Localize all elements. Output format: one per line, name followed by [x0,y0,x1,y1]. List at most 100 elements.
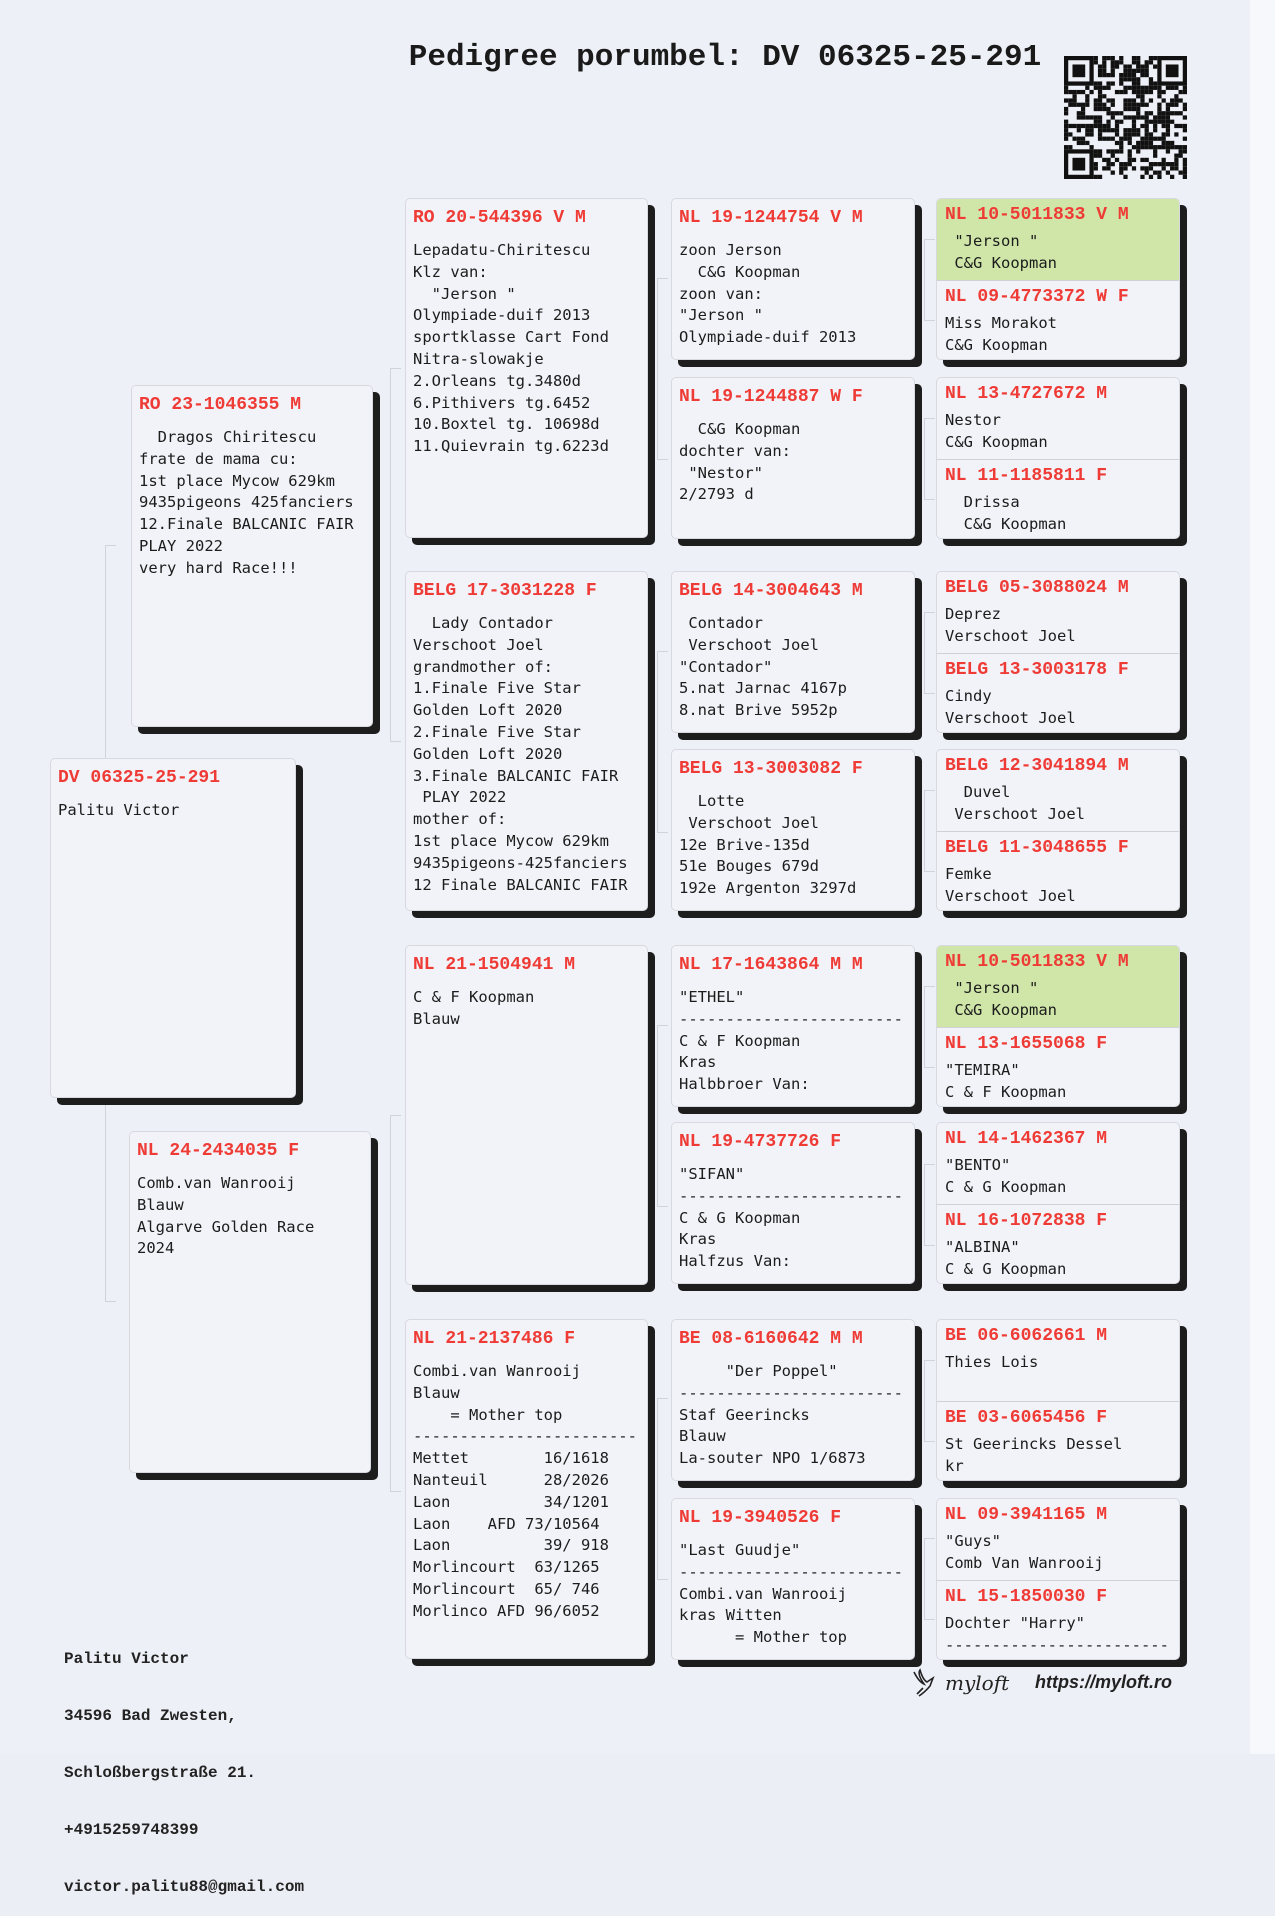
pigeon-info-line: C & F Koopman [945,1082,1067,1101]
website-link[interactable]: https://myloft.ro [1035,1672,1172,1692]
pigeon-info-line: "ALBINA" [945,1238,1020,1256]
pigeon-info-line: C & G Koopman [679,1208,801,1227]
pigeon-info-line: "TEMIRA" [945,1061,1020,1079]
ring-number: RO 23-1046355 M [139,395,302,415]
pigeon-info-line: Blauw [137,1195,184,1214]
ring-number: NL 13-1655068 F [945,1034,1108,1054]
great-grandparent-card[interactable]: NL 17-1643864 M M"ETHEL"----------------… [671,945,915,1107]
pigeon-info-line: C&G Koopman [679,262,801,281]
great-great-grandparent-entry[interactable]: BELG 12-3041894 M Duvel Verschoot Joel [937,750,1179,831]
pigeon-info-line: Verschoot Joel [945,886,1076,905]
ring-number: NL 14-1462367 M [945,1129,1108,1149]
pigeon-info-line: Verschoot Joel [945,626,1076,645]
pigeon-info-line: ------------------------ [679,1383,903,1402]
bracket-connector [924,239,935,321]
great-grandparent-card[interactable]: NL 19-3940526 F"Last Guudje"------------… [671,1498,915,1660]
ring-number: NL 09-3941165 M [945,1505,1108,1525]
bracket-connector [390,1115,401,1492]
pigeon-info-line: C&G Koopman [945,253,1057,272]
pigeon-info-line: La-souter NPO 1/6873 [679,1449,866,1468]
pigeon-info-line: Laon 39/ 918 [413,1536,609,1555]
pigeon-info-line: 2.Finale Five Star [413,722,581,741]
pigeon-info-line: Halfzus Van: [679,1252,791,1271]
pigeon-info-line: Mettet 16/1618 [413,1449,609,1468]
bracket-connector [657,1398,668,1580]
bracket-connector [657,1025,668,1207]
pigeon-info-line: Duvel [945,783,1011,801]
pigeon-info-line: 1st place Mycow 629km [139,471,335,490]
pigeon-info-line: "Jerson " [413,284,516,303]
pigeon-info-line: Lepadatu-Chiritescu [413,241,591,259]
pigeon-info-line: ------------------------ [679,1186,903,1205]
pigeon-info-line: "Last Guudje" [679,1541,801,1559]
great-great-grandparent-entry[interactable]: NL 14-1462367 M"BENTO"C & G Koopman [937,1123,1179,1204]
pigeon-info-line: Laon AFD 73/10564 [413,1514,600,1533]
scan-edge [1250,0,1275,1754]
great-great-grandparent-entry[interactable]: NL 11-1185811 F Drissa C&G Koopman [937,459,1179,538]
pigeon-info-line: C & F Koopman [679,1031,801,1050]
pigeon-info-line: Morlinco AFD 96/6052 [413,1601,600,1620]
bracket-connector [924,790,935,872]
pigeon-info-line: 2024 [137,1239,175,1258]
great-great-grandparent-entry[interactable]: NL 10-5011833 V M "Jerson " C&G Koopman [937,199,1179,280]
pigeon-info-line: Lady Contador [413,614,553,632]
pigeon-info-line: "Jerson " [679,306,763,325]
owner-email: victor.palitu88@gmail.com [64,1878,305,1896]
ring-number: BELG 14-3004643 M [679,581,863,601]
great-great-grandparent-entry[interactable]: NL 09-3941165 M"Guys"Comb Van Wanrooij [937,1499,1179,1580]
pigeon-info-line: Blauw [413,1009,460,1028]
bracket-connector [924,418,935,500]
bracket-connector [924,986,935,1068]
ring-number: BE 03-6065456 F [945,1408,1108,1428]
great-great-grandparent-entry[interactable]: NL 13-1655068 F "TEMIRA" C & F Koopman [937,1027,1179,1106]
great-grandparent-card[interactable]: NL 19-4737726 F"SIFAN"------------------… [671,1122,915,1284]
pigeon-info-line: Lotte [679,792,745,810]
pigeon-info-line: Comb.van Wanrooij [137,1174,296,1192]
bracket-connector [657,651,668,833]
pigeon-info-line: Nitra-slowakje [413,349,544,368]
pigeon-info-line: Combi.van Wanrooij [413,1362,581,1380]
pigeon-info-line: 11.Quievrain tg.6223d [413,437,609,456]
great-great-grandparent-entry[interactable]: NL 16-1072838 F"ALBINA"C & G Koopman [937,1204,1179,1283]
ring-number: BELG 11-3048655 F [945,838,1129,858]
pigeon-info-line: "BENTO" [945,1156,1011,1174]
pigeon-info-line: 6.Pithivers tg.6452 [413,393,591,412]
pigeon-info-line: C&G Koopman [945,432,1048,451]
pigeon-info-line: Blauw [413,1383,460,1402]
pigeon-info-line: "Nestor" [679,463,763,482]
great-grandparent-card[interactable]: BE 08-6160642 M M "Der Poppel"----------… [671,1319,915,1481]
great-grandparent-card[interactable]: BELG 14-3004643 M Contador Verschoot Joe… [671,571,915,733]
ring-number: BE 06-6062661 M [945,1326,1108,1346]
pigeon-info-line: Laon 34/1201 [413,1492,609,1511]
pigeon-info-line: Halbbroer Van: [679,1075,810,1094]
pigeon-info-line: C&G Koopman [945,335,1048,354]
pigeon-info-line: C & G Koopman [945,1259,1067,1278]
owner-name: Palitu Victor [64,1650,189,1668]
owner-street: Schloßbergstraße 21. [64,1764,257,1782]
great-great-grandparent-entry[interactable]: NL 10-5011833 V M "Jerson " C&G Koopman [937,946,1179,1027]
ring-number: NL 19-3940526 F [679,1508,842,1528]
pigeon-info-line: Palitu Victor [58,801,180,819]
pigeon-info-line: Combi.van Wanrooij [679,1584,847,1603]
